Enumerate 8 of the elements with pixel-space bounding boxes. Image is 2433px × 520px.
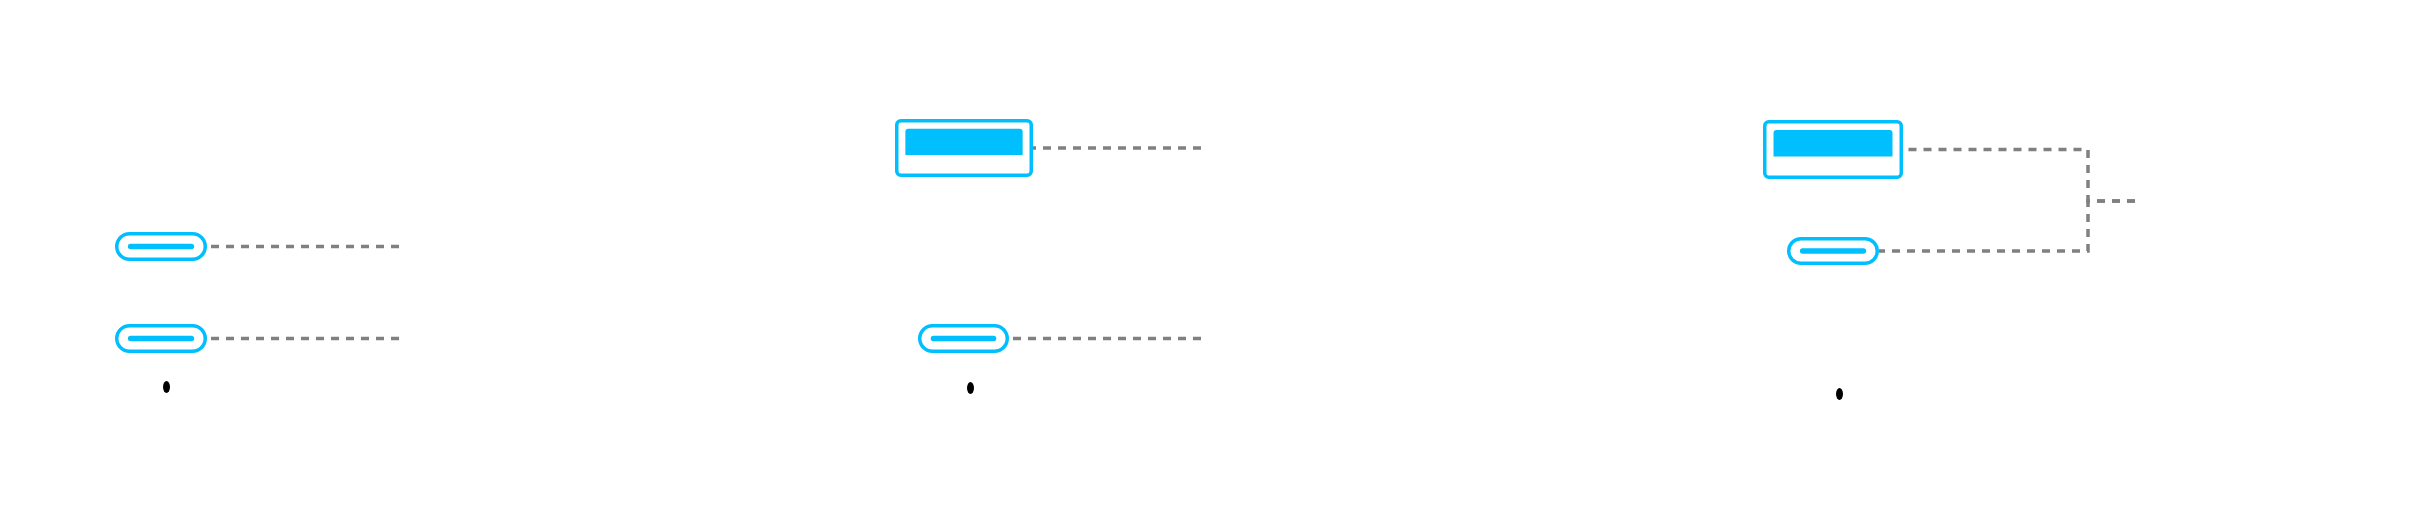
usb-c-port-icon [918,324,1009,353]
usb-c-port-icon [115,232,207,261]
usb-a-port-icon [1763,120,1903,179]
leader-line [1879,199,2135,253]
usb-c-port-icon [1787,237,1879,265]
leader-line [1033,146,1201,150]
usb-c-port-icon [115,324,207,353]
usb-a-port-icon [895,119,1033,177]
